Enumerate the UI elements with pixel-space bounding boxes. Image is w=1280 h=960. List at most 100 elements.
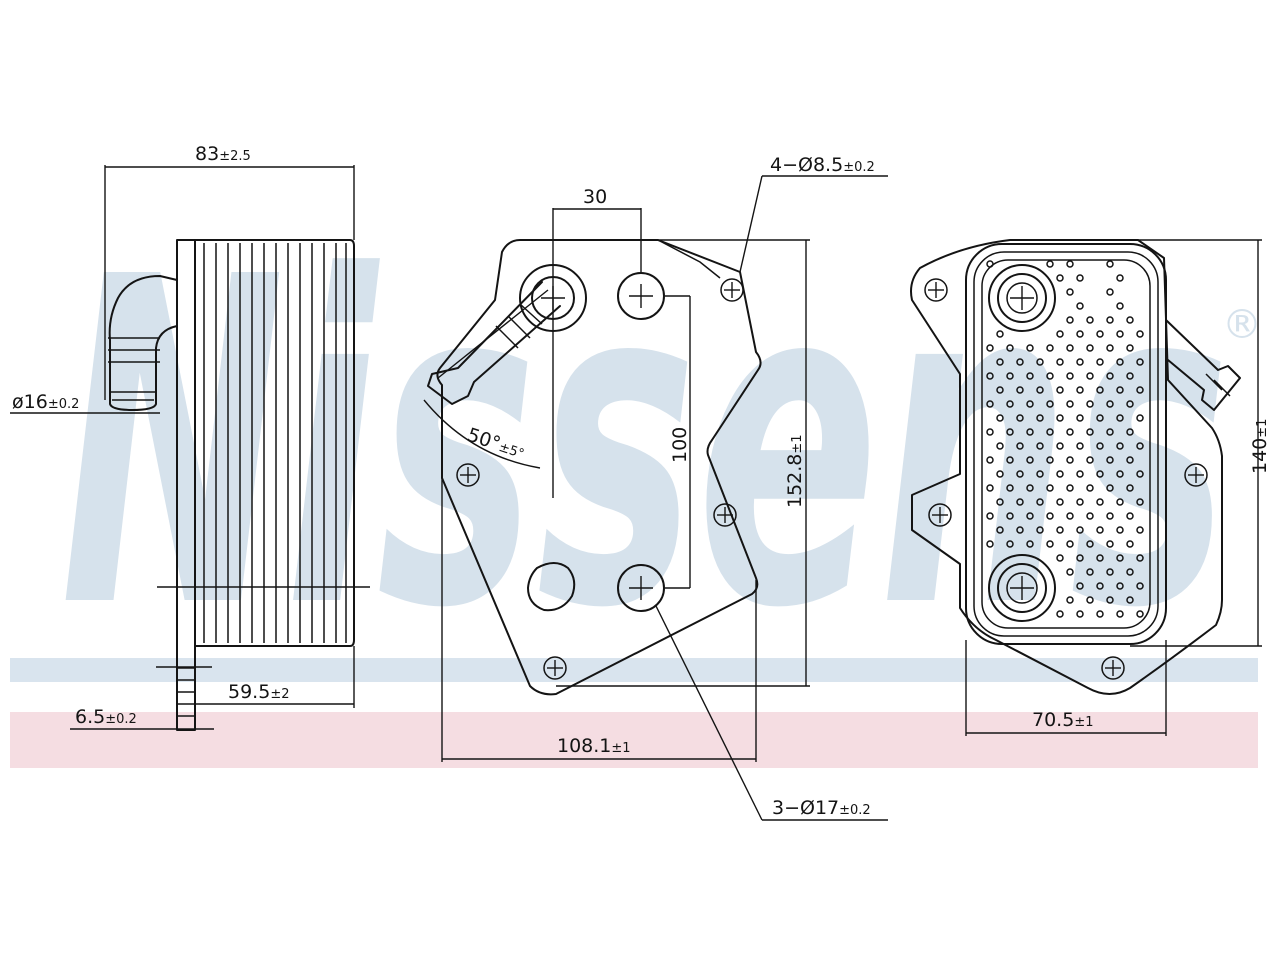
dimple [1016,414,1024,422]
dimple [1126,484,1134,492]
dimple [1076,470,1084,478]
dimple [1116,498,1124,506]
dimple [1136,610,1144,618]
bolt-holes-front [924,278,1208,680]
dimple [1026,540,1034,548]
dimple [1056,498,1064,506]
dimple [1066,596,1074,604]
dimple [1116,386,1124,394]
dimple [1016,442,1024,450]
dimple [1126,540,1134,548]
dim-overall-width: 83±2.5 [104,143,355,400]
dimple [1056,442,1064,450]
dimple [1006,484,1014,492]
dimple [1076,302,1084,310]
dimple [1006,540,1014,548]
dimple [986,400,994,408]
dimple [1036,386,1044,394]
dimple [1066,288,1074,296]
dim-plate-height: 152.8±1 [556,239,810,687]
dimple [996,442,1004,450]
dimple [986,372,994,380]
dim-core-width: 59.5±2 [195,646,355,708]
dimple [1056,610,1064,618]
dimple [1056,554,1064,562]
dimple [1106,484,1114,492]
dimple [1106,456,1114,464]
dimple [986,344,994,352]
dimple [1066,568,1074,576]
dimple [1086,596,1094,604]
dimple [1106,400,1114,408]
dimple [1106,288,1114,296]
dimple [986,512,994,520]
dimple [1076,414,1084,422]
dimple [1086,540,1094,548]
dimple [986,428,994,436]
dimple [1076,610,1084,618]
dimple [1096,470,1104,478]
dimple [1096,554,1104,562]
dimple [1116,274,1124,282]
dimple [1026,400,1034,408]
dimple [1126,596,1134,604]
watermark-band-blue [10,658,1258,682]
bolt-holes-plate [456,278,744,680]
dimple [1066,540,1074,548]
dimple [1086,316,1094,324]
svg-text:59.5±2: 59.5±2 [228,681,289,703]
svg-text:152.8±1: 152.8±1 [784,434,806,508]
svg-text:108.1±1: 108.1±1 [557,735,631,757]
dimple [1046,260,1054,268]
dimple [1126,512,1134,520]
dimple [986,456,994,464]
plate-width-tol: ±1 [611,741,630,756]
dimple [1016,386,1024,394]
dimple [1056,386,1064,394]
dimple [1046,540,1054,548]
plate-width-value: 108.1 [557,735,611,757]
dimple [1046,456,1054,464]
dimple [1096,330,1104,338]
dimple [1056,526,1064,534]
dimple [1136,358,1144,366]
dim-core-width-front: 70.5±1 [965,640,1167,736]
core-width-tol: ±2 [270,687,289,702]
dim-plate-thickness: 6.5±0.2 [70,706,214,730]
dimple [1046,344,1054,352]
hole-top-right [617,272,665,320]
dimple [1106,260,1114,268]
dimple [1096,358,1104,366]
dim-small-holes: 4−Ø8.5±0.2 [739,154,888,273]
dimple [1136,442,1144,450]
dimple [1016,470,1024,478]
dimple [1006,400,1014,408]
dimple [1116,442,1124,450]
dimple [1106,372,1114,380]
dimple [1046,400,1054,408]
dimple [1126,344,1134,352]
dimple [1076,554,1084,562]
dimple [1106,596,1114,604]
dimple [1076,386,1084,394]
svg-text:83±2.5: 83±2.5 [195,143,251,165]
dim-core-height: 140±1 [1130,239,1271,647]
dimple [1066,400,1074,408]
dimple [1116,414,1124,422]
svg-text:140±1: 140±1 [1249,419,1271,474]
dim-large-holes: 3−Ø17±0.2 [655,605,888,821]
dimple [1106,316,1114,324]
dimple [1116,302,1124,310]
dimple [986,260,994,268]
dimple [996,386,1004,394]
dimple [1066,260,1074,268]
turbulator-dimples [986,260,1144,618]
dimple [1116,526,1124,534]
dimple [1126,428,1134,436]
dimple [1026,344,1034,352]
dimple [1006,512,1014,520]
dimple [1096,526,1104,534]
dimple [1056,358,1064,366]
